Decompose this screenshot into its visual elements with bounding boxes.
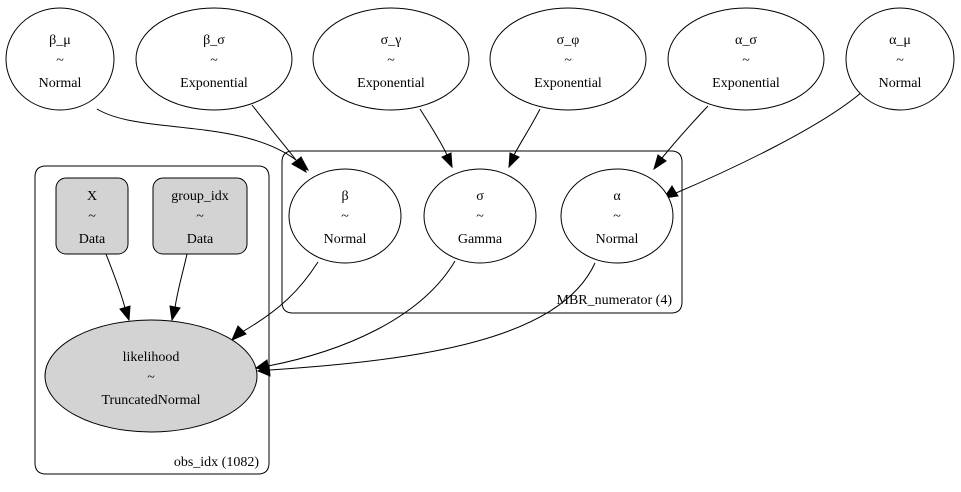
node-beta-mu-dist: Normal	[39, 76, 82, 91]
node-beta-mu-tilde: ~	[56, 53, 64, 68]
edge-sigma-gamma-to-sigma	[419, 108, 448, 156]
cluster-mbr-numerator-label: MBR_numerator (4)	[557, 293, 673, 308]
cluster-obs-idx-label: obs_idx (1082)	[174, 455, 260, 470]
node-alpha: α ~ Normal	[560, 168, 674, 264]
node-group-idx-dist: Data	[187, 232, 214, 247]
edge-beta-sigma-to-beta	[251, 104, 297, 161]
arrowhead-likelihood-3	[231, 325, 247, 341]
node-likelihood-shape	[44, 319, 258, 433]
node-sigma-gamma-shape	[312, 7, 470, 111]
node-beta-sigma-dist: Exponential	[180, 76, 248, 91]
node-sigma-phi: σ_φ ~ Exponential	[489, 7, 647, 111]
node-alpha-sigma: α_σ ~ Exponential	[667, 7, 825, 111]
node-alpha-mu-shape	[845, 7, 955, 111]
node-beta-mu-name: β_μ	[49, 33, 71, 48]
cluster-mbr-numerator-box	[281, 150, 683, 314]
node-beta-shape	[288, 168, 402, 264]
edge-alpha-mu-to-alpha	[675, 91, 863, 194]
node-x-dist: Data	[79, 232, 106, 247]
edge-group-idx-to-likelihood	[174, 253, 188, 309]
arrowhead-likelihood-1	[119, 305, 131, 322]
edge-x-to-likelihood	[105, 253, 126, 309]
node-likelihood-tilde: ~	[147, 370, 155, 385]
node-alpha-sigma-tilde: ~	[742, 53, 750, 68]
edge-beta-mu-to-beta	[96, 108, 297, 161]
node-group-idx: group_idx ~ Data	[152, 177, 248, 255]
arrowhead-likelihood-5	[256, 364, 271, 377]
cluster-obs-idx: obs_idx (1082)	[34, 165, 270, 475]
node-x-name: X	[87, 189, 97, 204]
cluster-mbr-numerator: MBR_numerator (4)	[281, 150, 683, 314]
node-sigma-gamma-name: σ_γ	[381, 33, 402, 48]
cluster-obs-idx-box	[34, 165, 270, 475]
node-alpha-mu-dist: Normal	[879, 76, 922, 91]
edge-sigma-phi-to-sigma	[513, 108, 541, 156]
node-alpha-mu: α_μ ~ Normal	[845, 7, 955, 111]
node-beta-mu-shape	[5, 7, 115, 111]
node-likelihood-dist: TruncatedNormal	[101, 393, 200, 408]
edges	[96, 91, 863, 377]
edge-alpha-to-likelihood	[269, 262, 596, 371]
node-group-idx-tilde: ~	[196, 209, 204, 224]
node-group-idx-shape	[152, 177, 248, 255]
node-alpha-sigma-dist: Exponential	[712, 76, 780, 91]
node-likelihood: likelihood ~ TruncatedNormal	[44, 319, 258, 433]
node-beta-dist: Normal	[324, 232, 367, 247]
node-beta-sigma-tilde: ~	[210, 53, 218, 68]
node-sigma-phi-dist: Exponential	[534, 76, 602, 91]
arrowhead-beta-2	[291, 157, 308, 174]
arrowhead-sigma-2	[508, 152, 520, 169]
node-alpha-name: α	[613, 189, 621, 204]
edge-beta-to-likelihood	[241, 261, 319, 333]
node-sigma-gamma: σ_γ ~ Exponential	[312, 7, 470, 111]
arrowhead-alpha	[653, 154, 667, 171]
node-alpha-sigma-name: α_σ	[735, 33, 757, 48]
node-beta: β ~ Normal	[288, 168, 402, 264]
node-sigma-shape	[423, 168, 537, 264]
edge-alpha-sigma-to-alpha	[661, 105, 709, 159]
node-beta-tilde: ~	[341, 209, 349, 224]
node-beta-name: β	[341, 189, 348, 204]
node-likelihood-name: likelihood	[123, 350, 180, 365]
node-sigma-phi-tilde: ~	[564, 53, 572, 68]
node-beta-sigma-shape	[135, 7, 293, 111]
node-x-shape	[55, 177, 129, 255]
node-beta-sigma-name: β_σ	[203, 33, 225, 48]
node-group-idx-name: group_idx	[171, 189, 229, 204]
node-sigma: σ ~ Gamma	[423, 168, 537, 264]
node-x: X ~ Data	[55, 177, 129, 255]
node-sigma-phi-shape	[489, 7, 647, 111]
node-alpha-mu-name: α_μ	[889, 33, 911, 48]
node-alpha-sigma-shape	[667, 7, 825, 111]
node-sigma-gamma-dist: Exponential	[357, 76, 425, 91]
node-beta-sigma: β_σ ~ Exponential	[135, 7, 293, 111]
node-sigma-dist: Gamma	[458, 232, 503, 247]
node-sigma-gamma-tilde: ~	[387, 53, 395, 68]
arrowhead-sigma	[441, 152, 453, 169]
node-alpha-shape	[560, 168, 674, 264]
node-alpha-mu-tilde: ~	[896, 53, 904, 68]
node-beta-mu: β_μ ~ Normal	[5, 7, 115, 111]
node-sigma-tilde: ~	[476, 209, 484, 224]
node-alpha-dist: Normal	[596, 232, 639, 247]
node-sigma-name: σ	[476, 189, 484, 204]
edge-sigma-to-likelihood	[267, 260, 456, 367]
node-sigma-phi-name: σ_φ	[557, 33, 580, 48]
node-x-tilde: ~	[88, 209, 96, 224]
node-alpha-tilde: ~	[613, 209, 621, 224]
arrowhead-likelihood-2	[169, 305, 181, 322]
